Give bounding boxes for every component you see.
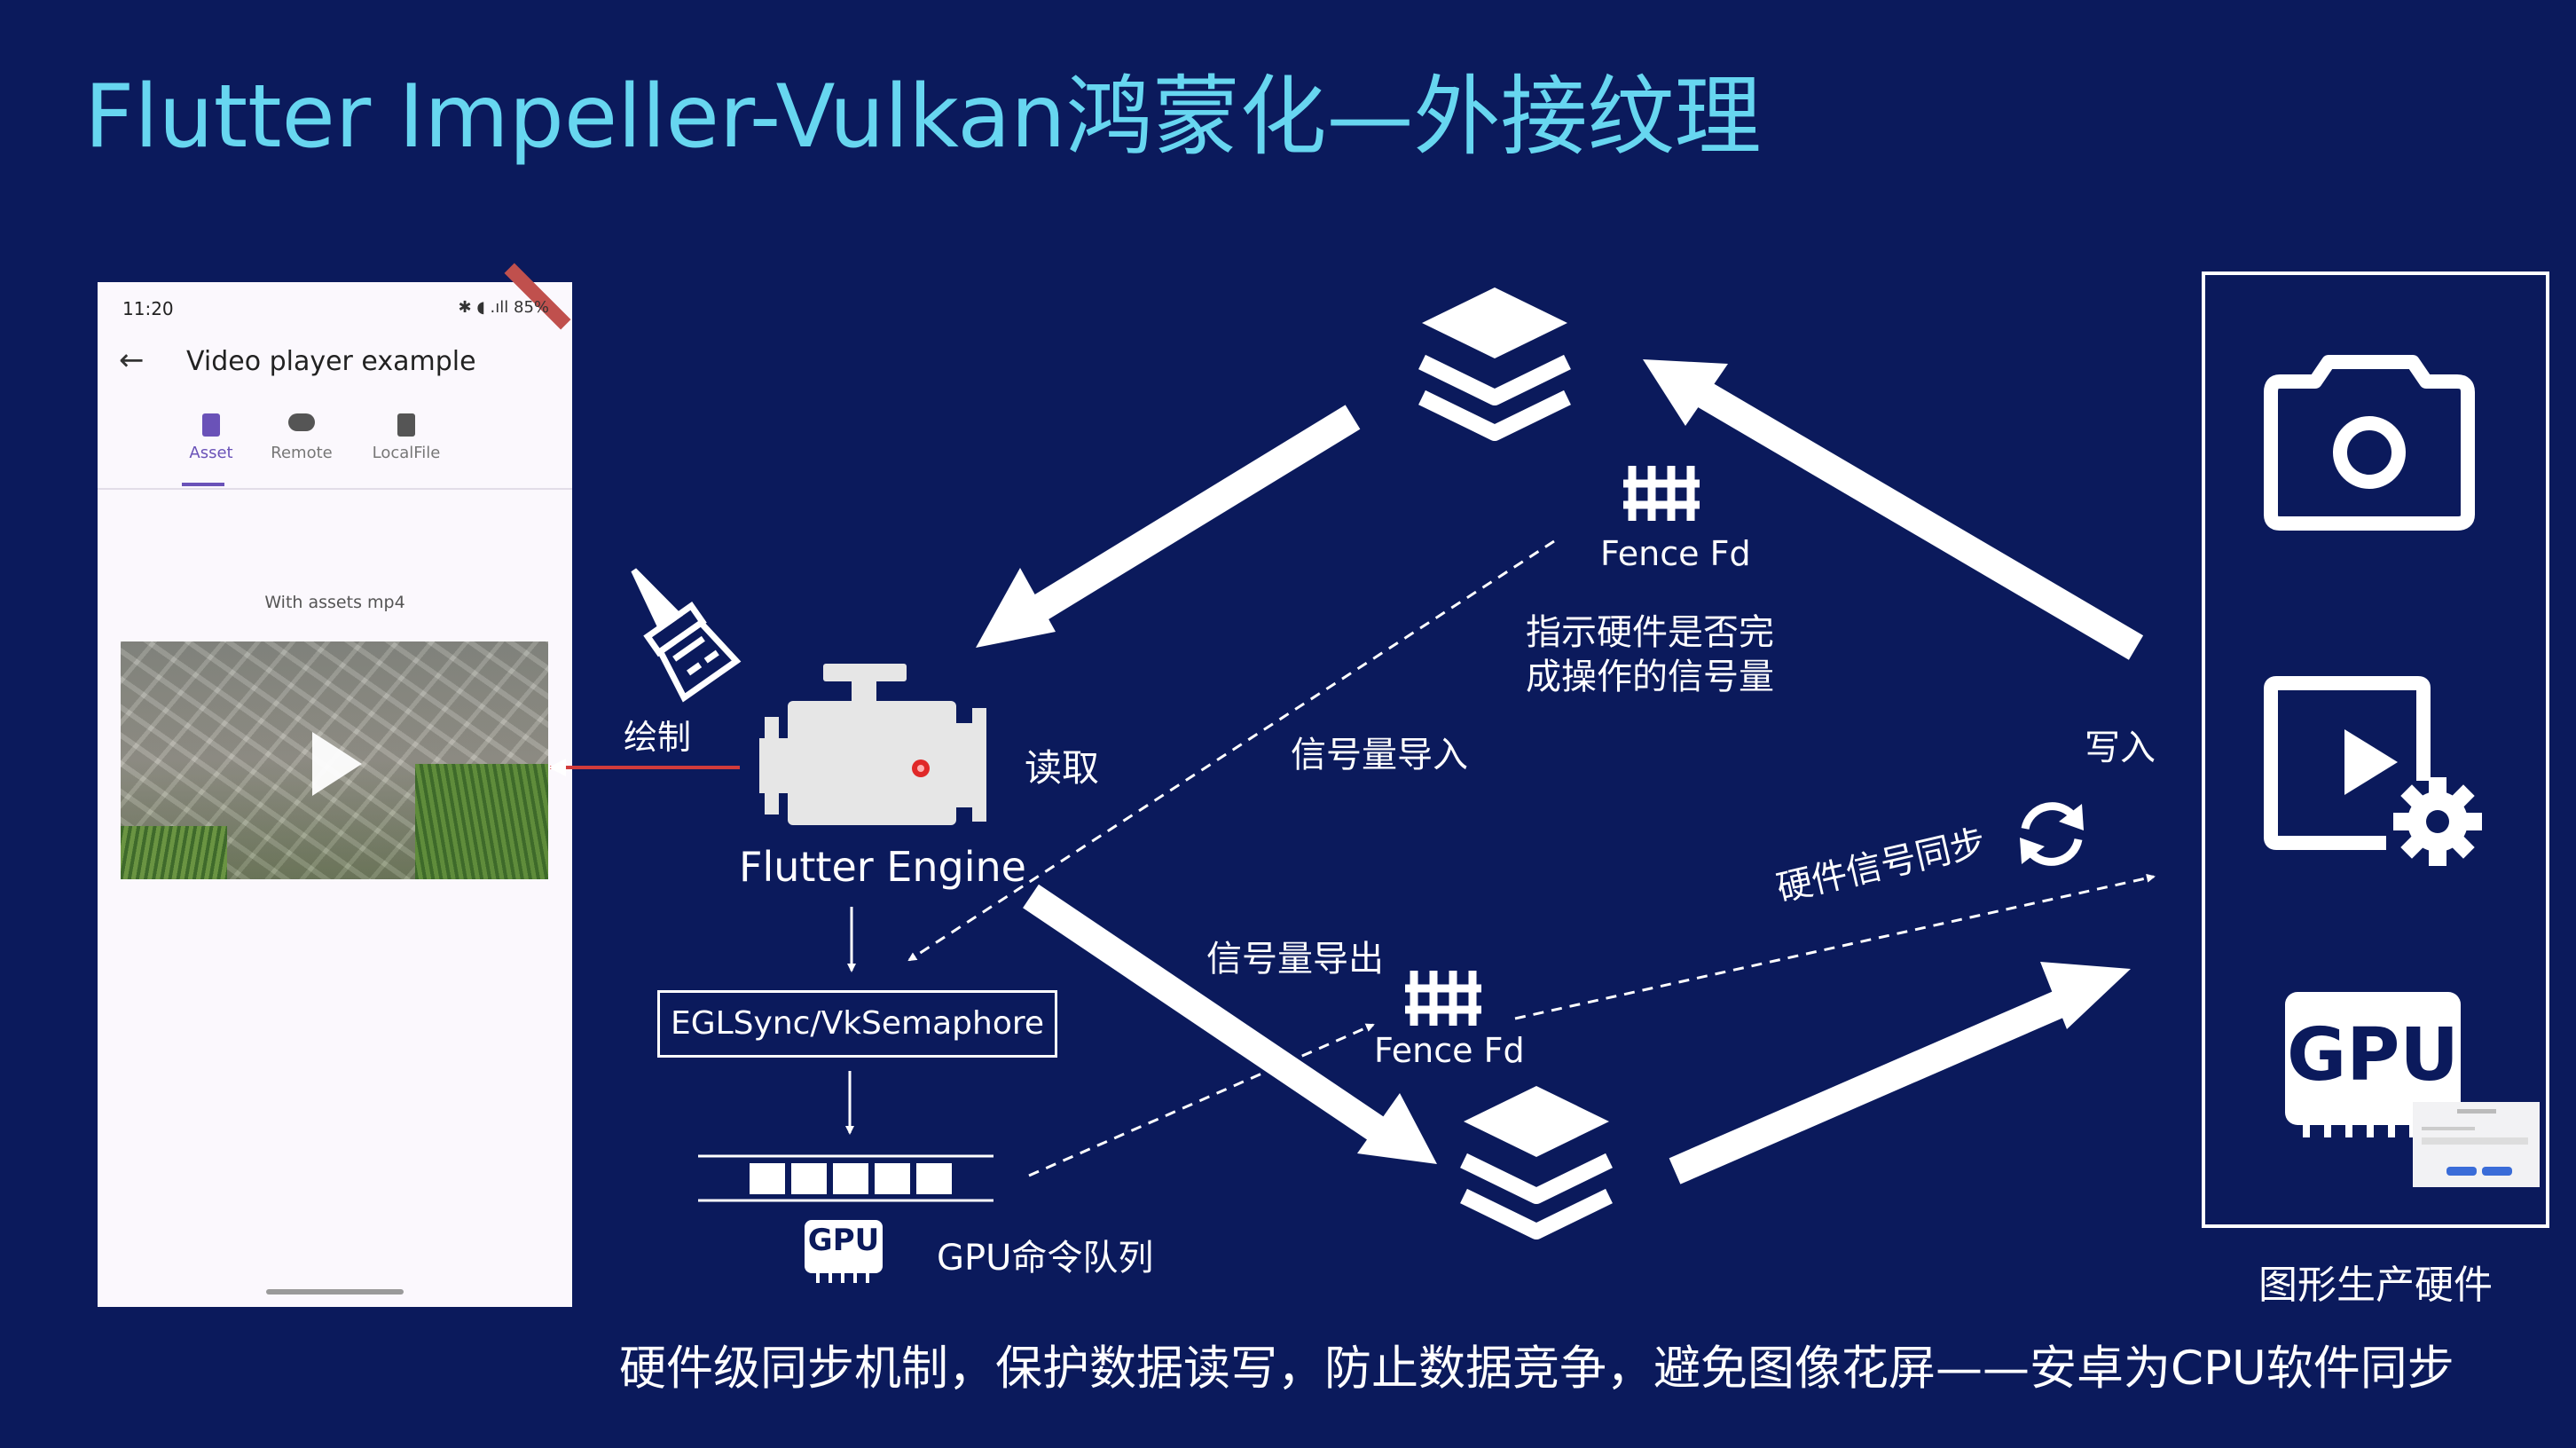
engine-label: Flutter Engine <box>739 843 1026 891</box>
phone-screenshot: 11:20 ✱ ◖ .ıll 85% ← Video player exampl… <box>98 263 572 1307</box>
label-fence-top: Fence Fd <box>1600 534 1751 573</box>
arrow-hw-to-top <box>1643 359 2144 660</box>
arrow-bottom-to-hw <box>1669 962 2131 1184</box>
slide-title: Flutter Impeller-Vulkan鸿蒙化—外接纹理 <box>84 67 1762 168</box>
gpu-chip-label: GPU <box>807 1223 880 1258</box>
layers-icon <box>1460 1086 1613 1239</box>
tab-remote[interactable]: Remote <box>257 413 346 462</box>
tab-label: Asset <box>189 444 233 462</box>
play-icon[interactable] <box>312 732 362 796</box>
status-icons: ✱ ◖ .ıll 85% <box>458 298 549 317</box>
engine-icon <box>759 664 986 825</box>
fence-description-line2: 成操作的信号量 <box>1526 657 1774 697</box>
label-semaphore-export: 信号量导出 <box>1206 939 1384 980</box>
tab-label: Remote <box>271 444 333 462</box>
video-frame-grass <box>121 826 227 879</box>
fence-icon <box>1405 971 1481 1026</box>
video-subtitle: With assets mp4 <box>264 593 405 612</box>
brush-icon <box>631 568 742 703</box>
label-read: 读取 <box>1025 746 1100 790</box>
gpu-chip-icon <box>805 1220 883 1283</box>
layers-icon <box>1418 287 1571 441</box>
arrow-engine-to-bottom <box>1023 884 1437 1164</box>
status-time: 11:20 <box>122 298 174 319</box>
label-semaphore-import: 信号量导入 <box>1291 735 1468 775</box>
tab-localfile[interactable]: LocalFile <box>362 413 451 462</box>
home-indicator <box>266 1289 404 1295</box>
dashed-hw-sync-line <box>1514 873 2156 1020</box>
semaphore-box: EGLSync/VkSemaphore <box>657 990 1057 1058</box>
file-download-icon <box>397 413 415 437</box>
video-settings-icon <box>2264 676 2482 866</box>
sync-icon <box>2020 802 2084 866</box>
tab-label: LocalFile <box>372 444 441 462</box>
label-hw-producer: 图形生产硬件 <box>2258 1263 2493 1308</box>
active-tab-indicator <box>182 483 224 486</box>
tab-divider <box>98 488 572 490</box>
label-write: 写入 <box>2085 728 2156 768</box>
back-arrow-icon[interactable]: ← <box>119 342 145 378</box>
label-draw: 绘制 <box>624 718 692 757</box>
bottom-caption: 硬件级同步机制，保护数据读写，防止数据竞争，避免图像花屏——安卓为CPU软件同步 <box>619 1342 2454 1396</box>
cloud-icon <box>288 413 315 431</box>
dashed-export-line <box>1028 1023 1375 1177</box>
video-player[interactable] <box>121 641 548 879</box>
video-frame-grass <box>415 764 548 879</box>
label-gpu-queue: GPU命令队列 <box>937 1238 1154 1279</box>
app-title: Video player example <box>186 346 476 377</box>
tab-asset[interactable]: Asset <box>167 413 255 462</box>
gpu-chip-icon <box>2285 992 2461 1137</box>
hardware-panel <box>2202 272 2549 1228</box>
file-icon <box>202 413 220 437</box>
gpu-chip-label: GPU <box>2287 1013 2459 1098</box>
fence-description-line1: 指示硬件是否完 <box>1526 612 1774 653</box>
camera-icon <box>2264 355 2475 531</box>
fence-icon <box>1623 466 1700 521</box>
gpu-command-queue <box>698 1154 993 1202</box>
arrow-top-to-engine <box>976 405 1361 648</box>
label-fence-bottom: Fence Fd <box>1374 1031 1525 1070</box>
dashed-import-line <box>907 539 1555 962</box>
popup-thumbnail <box>2413 1102 2540 1187</box>
